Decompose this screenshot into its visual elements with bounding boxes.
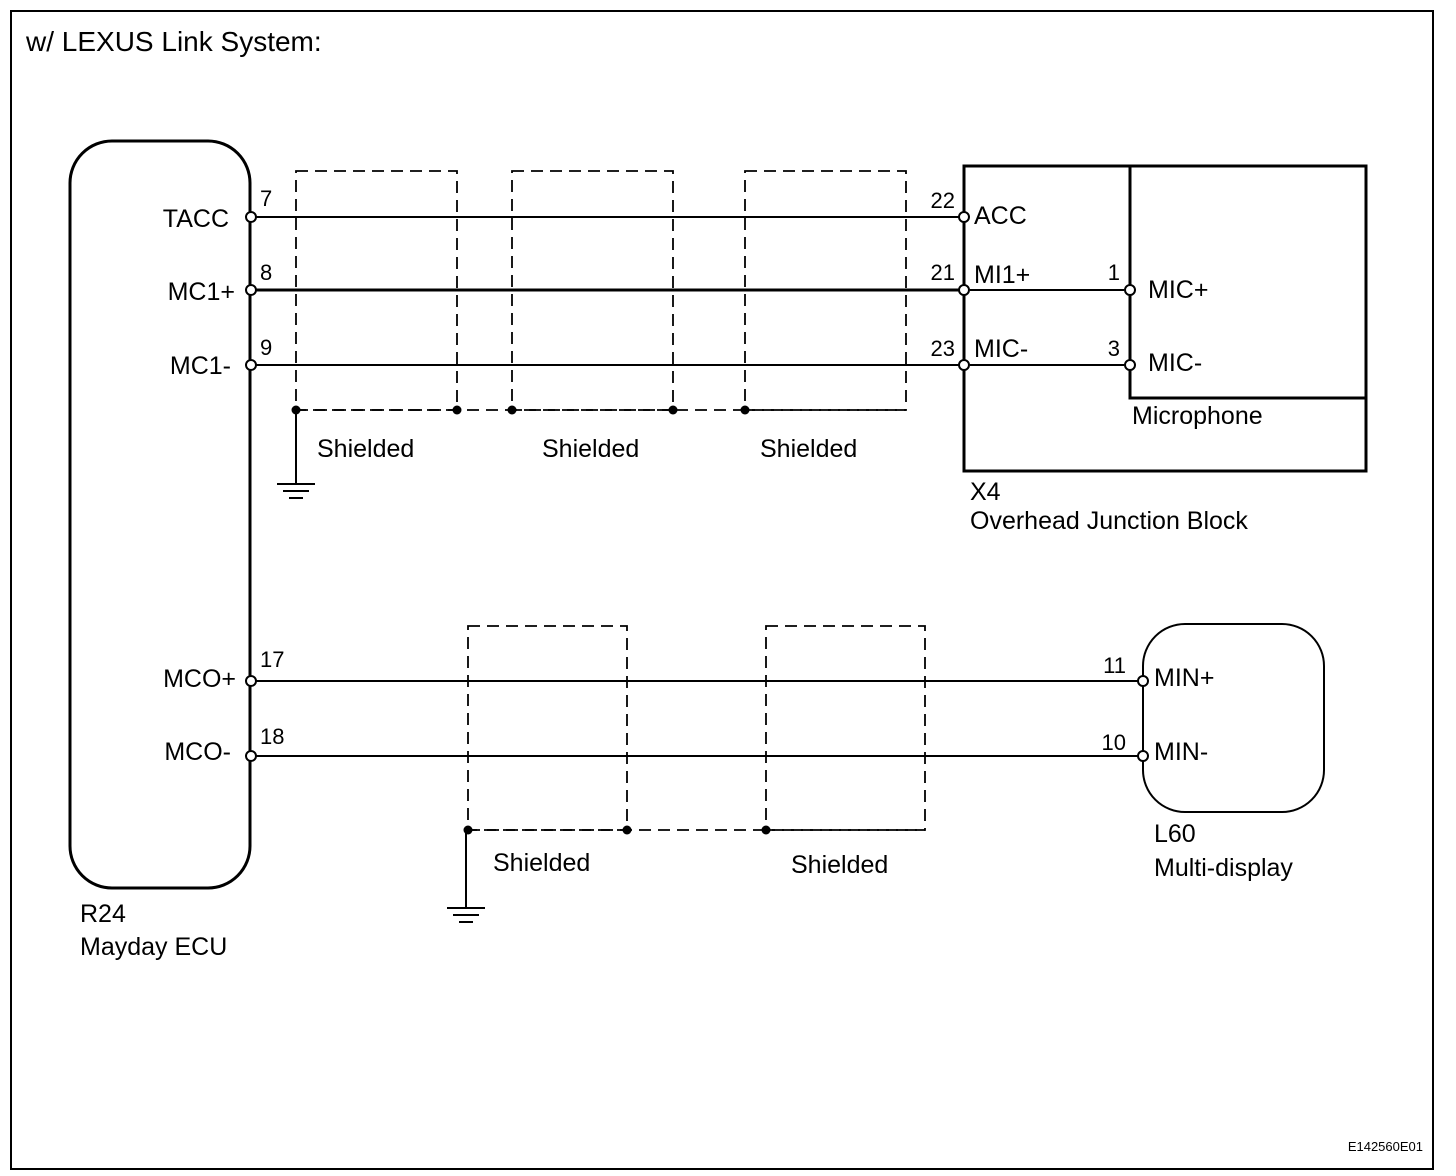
ecu-terminal-mc1-plus: MC1+: [168, 278, 235, 306]
terminal-circle: [245, 750, 257, 762]
multi-display-pin-10: 10: [1102, 730, 1126, 755]
junction-terminal-mi1-plus: MI1+: [974, 261, 1030, 289]
junction-terminal-acc: ACC: [974, 202, 1027, 230]
shield-junction-dot: [740, 405, 750, 415]
multi-display-terminal-min-minus: MIN-: [1154, 738, 1208, 766]
terminal-circle: [245, 211, 257, 223]
shield-junction-dot: [761, 825, 771, 835]
ecu-terminal-mco-plus: MCO+: [163, 665, 236, 693]
junction-pin-22: 22: [931, 188, 955, 213]
terminal-circle: [958, 359, 970, 371]
ecu-pin-7: 7: [260, 186, 272, 211]
diagram-title: w/ LEXUS Link System:: [25, 26, 322, 57]
microphone-terminal-mic-plus: MIC+: [1148, 276, 1208, 304]
junction-block-code: X4: [970, 478, 1001, 506]
ground-symbol-upper: [277, 410, 315, 499]
ecu-pin-8: 8: [260, 260, 272, 285]
shield-upper-3: [744, 170, 907, 411]
microphone-pin-3: 3: [1108, 336, 1120, 361]
junction-block-name: Overhead Junction Block: [970, 507, 1248, 535]
terminal-circle: [1137, 675, 1149, 687]
multi-display-terminal-min-plus: MIN+: [1154, 664, 1214, 692]
shield-junction-dot: [622, 825, 632, 835]
terminal-circle: [1137, 750, 1149, 762]
multi-display-name: Multi-display: [1154, 854, 1293, 882]
microphone-pin-1: 1: [1108, 260, 1120, 285]
multi-display-pin-11: 11: [1103, 653, 1126, 678]
ecu-terminal-tacc: TACC: [163, 205, 229, 233]
shield-junction-dot: [668, 405, 678, 415]
terminal-circle: [1124, 284, 1136, 296]
junction-pin-23: 23: [931, 336, 955, 361]
microphone-terminal-mic-minus: MIC-: [1148, 349, 1202, 377]
shield-label-upper-1: Shielded: [317, 435, 414, 463]
terminal-circle: [245, 284, 257, 296]
shield-label-lower-2: Shielded: [791, 851, 888, 879]
shield-junction-dot: [507, 405, 517, 415]
terminal-circle: [1124, 359, 1136, 371]
microphone-name: Microphone: [1132, 402, 1263, 430]
microphone-box: [1128, 164, 1368, 400]
diagram-frame: [10, 10, 1434, 1170]
multi-display-box: [1142, 623, 1325, 813]
ecu-code: R24: [80, 900, 126, 928]
ground-symbol-lower: [447, 830, 485, 923]
ecu-pin-18: 18: [260, 724, 284, 749]
shield-junction-dot: [463, 825, 473, 835]
shield-junction-dot: [452, 405, 462, 415]
terminal-circle: [958, 211, 970, 223]
terminal-circle: [958, 284, 970, 296]
ecu-terminal-mco-minus: MCO-: [164, 738, 231, 766]
shield-label-upper-3: Shielded: [760, 435, 857, 463]
shield-lower-2: [765, 625, 926, 831]
terminal-circle: [245, 359, 257, 371]
image-code: E142560E01: [1348, 1139, 1423, 1154]
ecu-pin-9: 9: [260, 335, 272, 360]
mayday-ecu-box: [68, 139, 252, 890]
shield-label-upper-2: Shielded: [542, 435, 639, 463]
shield-label-lower-1: Shielded: [493, 849, 590, 877]
ecu-terminal-mc1-minus: MC1-: [170, 352, 231, 380]
junction-pin-21: 21: [931, 260, 955, 285]
multi-display-code: L60: [1154, 820, 1196, 848]
terminal-circle: [245, 675, 257, 687]
ecu-pin-17: 17: [260, 647, 284, 672]
ecu-name: Mayday ECU: [80, 933, 227, 961]
shield-lower-1: [467, 625, 628, 831]
junction-terminal-mic-minus: MIC-: [974, 335, 1028, 363]
